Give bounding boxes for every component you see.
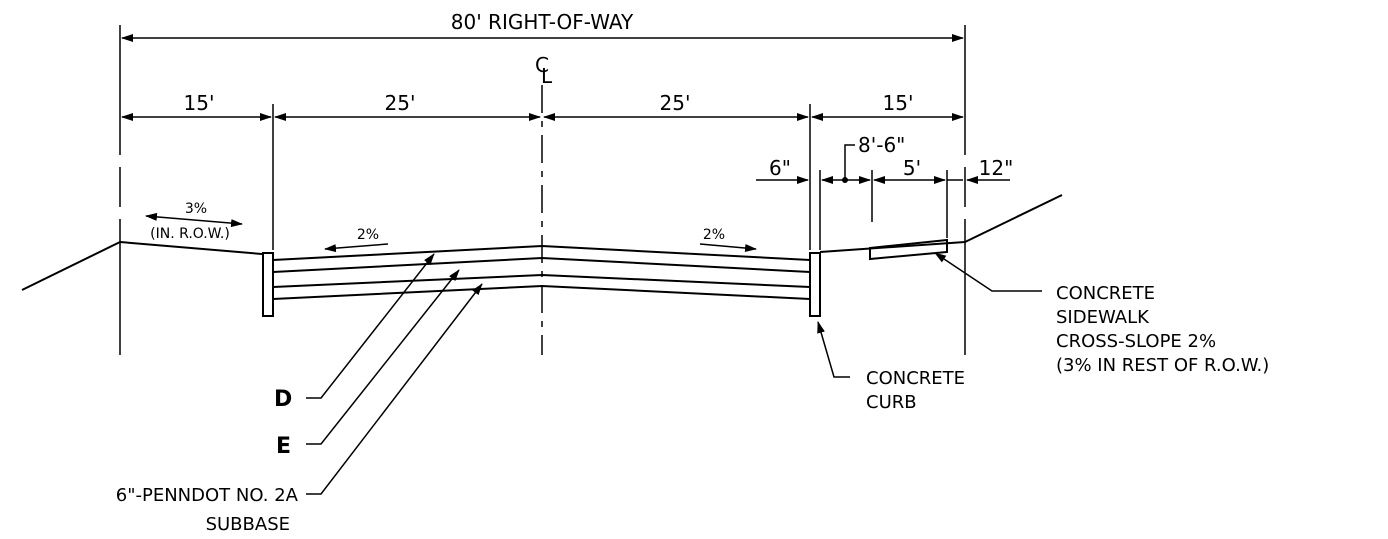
sidewalk-offset: 8'-6" — [858, 133, 905, 157]
pavement-layers — [272, 244, 811, 300]
right-lane-slope: 2% — [703, 227, 725, 243]
curb-width: 6" — [769, 156, 791, 180]
centerline-symbol-l: L — [541, 64, 553, 88]
curb-callout-line-2: CURB — [866, 392, 917, 413]
left-border-slope-note: (IN. R.O.W.) — [150, 226, 230, 242]
centerline-symbol-c: C — [535, 53, 549, 77]
left-border-slope: 3% — [185, 201, 207, 217]
left-border-width: 15' — [184, 91, 215, 115]
slope-indicators: 3% (IN. R.O.W.) 2% 2% — [145, 201, 757, 253]
layer-d-label: D — [274, 387, 292, 412]
left-lane-width: 25' — [385, 91, 416, 115]
left-lane-slope: 2% — [357, 227, 379, 243]
layer-e-label: E — [276, 434, 291, 459]
subbase-line-1: 6"-PENNDOT NO. 2A — [116, 485, 299, 506]
right-curb — [809, 252, 821, 317]
centerline: C L — [535, 53, 553, 355]
ground-profile — [21, 194, 1063, 291]
sidewalk-callout-line-3: CROSS-SLOPE 2% — [1056, 331, 1216, 352]
sidewalk-dimensions: 6" 8'-6" 5' 12" — [756, 133, 1013, 250]
row-width-label: 80' RIGHT-OF-WAY — [451, 10, 634, 34]
subbase-line-2: SUBBASE — [206, 514, 290, 535]
sidewalk-slab — [869, 238, 948, 261]
edge-offset: 12" — [979, 156, 1014, 180]
left-curb — [262, 252, 274, 317]
row-dimension: 80' RIGHT-OF-WAY — [119, 10, 966, 355]
sidewalk-callout-line-2: SIDEWALK — [1056, 307, 1150, 328]
leaders — [306, 252, 1042, 495]
sidewalk-callout-line-1: CONCRETE — [1056, 283, 1155, 304]
sidewalk-width: 5' — [903, 156, 921, 180]
curb-callout-line-1: CONCRETE — [866, 368, 965, 389]
right-lane-width: 25' — [660, 91, 691, 115]
segment-dimensions: 15' 25' 25' 15' — [121, 91, 964, 250]
right-border-width: 15' — [883, 91, 914, 115]
sidewalk-callout-line-4: (3% IN REST OF R.O.W.) — [1056, 355, 1269, 376]
